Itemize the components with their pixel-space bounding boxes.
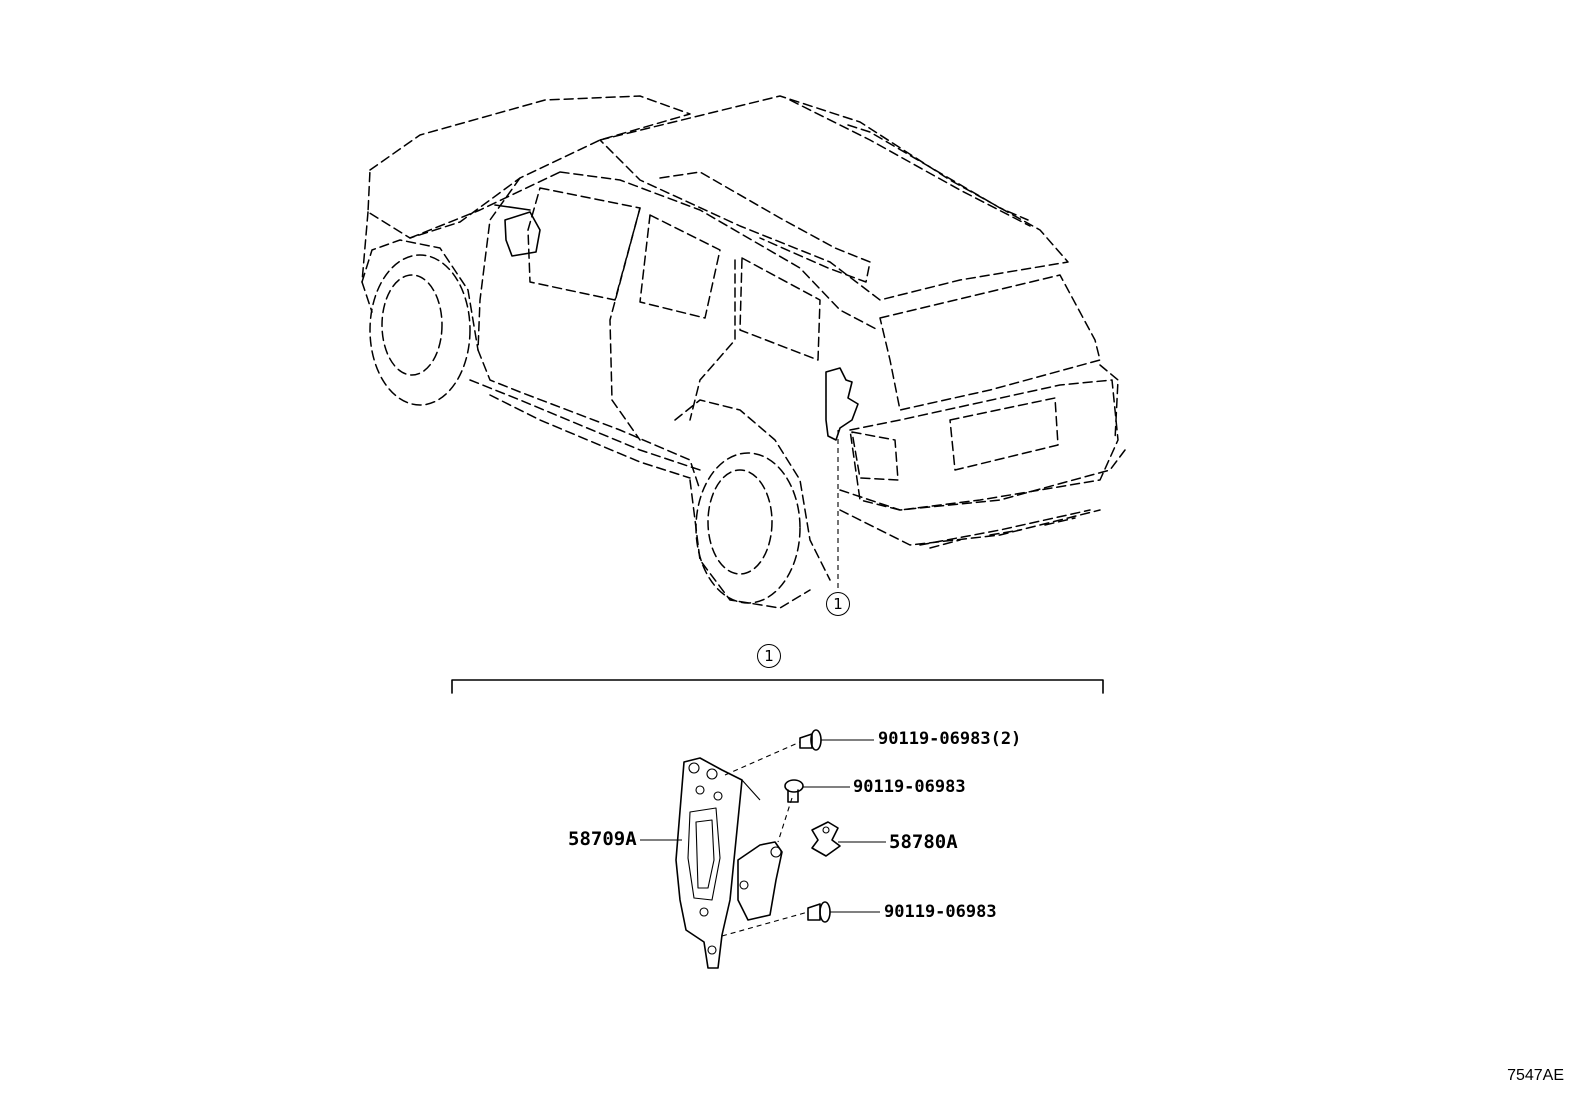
part-label-bolt-bottom[interactable]: 90119-06983: [884, 902, 997, 922]
vehicle-outline: [361, 95, 1126, 609]
bracket-58709A-drawing: [675, 757, 783, 969]
callout-marker-group: 1: [757, 644, 781, 668]
callout-number: 1: [764, 646, 774, 665]
assembly-line-bottom: [721, 911, 809, 937]
part-label-bracket[interactable]: 58709A: [568, 828, 637, 850]
bolt-top-drawing: [799, 729, 822, 751]
clip-58780A-drawing: [811, 821, 841, 857]
callout-number: 1: [833, 594, 843, 613]
part-label-bolt-top[interactable]: 90119-06983(2): [878, 729, 1022, 749]
part-label-bolt-mid[interactable]: 90119-06983: [853, 777, 966, 797]
assembly-line-top: [724, 741, 801, 776]
bolt-bottom-drawing: [807, 901, 831, 923]
group-bracket-line: [451, 679, 1104, 694]
figure-code: 7547AE: [1507, 1067, 1564, 1084]
part-label-clip[interactable]: 58780A: [889, 831, 958, 853]
bolt-mid-drawing: [784, 779, 804, 803]
assembly-line-mid: [777, 797, 793, 843]
bracket-location-marker: [825, 367, 859, 441]
callout-marker-vehicle: 1: [826, 592, 850, 616]
